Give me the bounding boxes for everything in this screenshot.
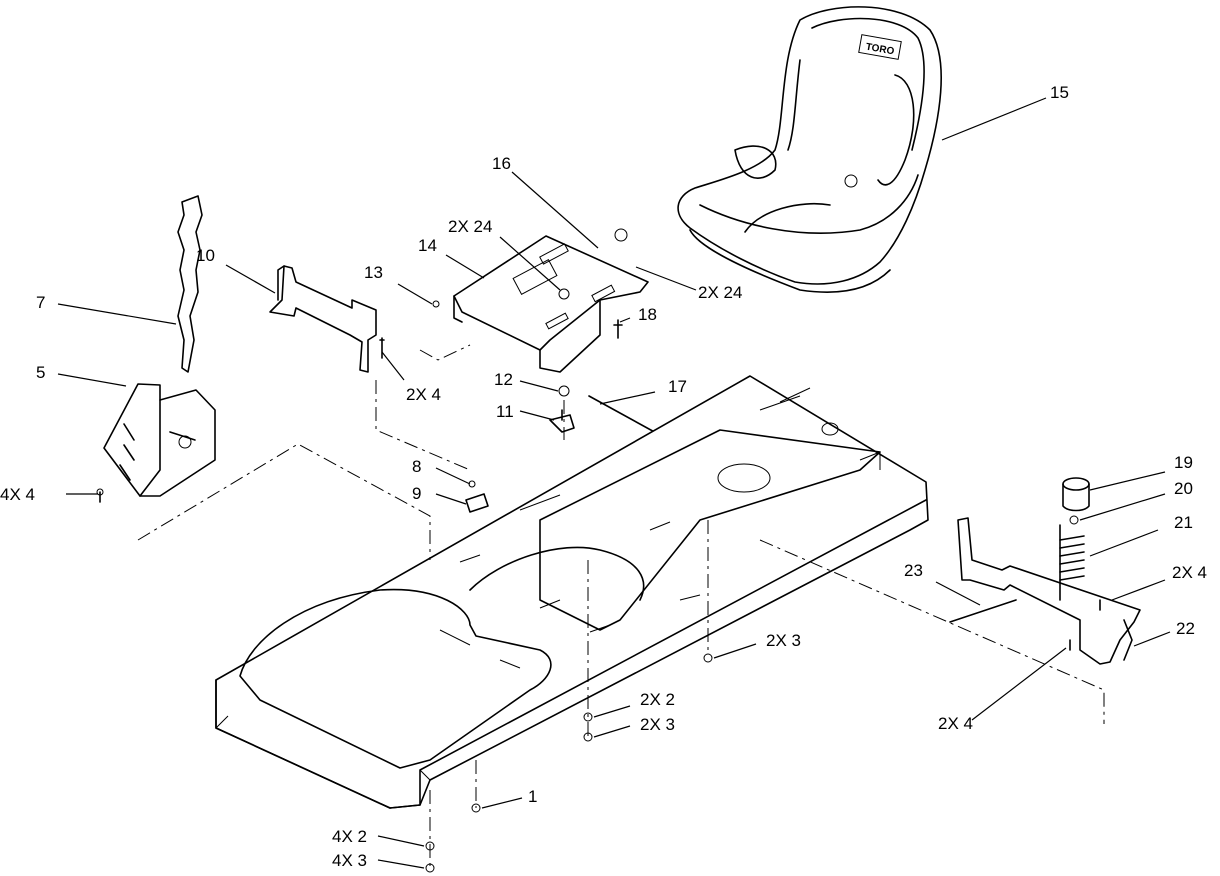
callout-7: 7 bbox=[36, 293, 46, 312]
callout-19: 19 bbox=[1174, 453, 1193, 472]
callout-15: 15 bbox=[1050, 83, 1069, 102]
callout-17: 17 bbox=[668, 377, 687, 396]
callout-12: 12 bbox=[494, 370, 513, 389]
callout-2x24-right: 2X 24 bbox=[698, 283, 743, 302]
rear-bracket bbox=[957, 517, 1141, 665]
spring bbox=[1059, 535, 1085, 581]
assembly-centerlines bbox=[137, 344, 1105, 868]
bumper bbox=[1062, 477, 1090, 525]
callout-11: 11 bbox=[496, 402, 514, 421]
callout-5: 5 bbox=[36, 363, 46, 382]
leader-lines bbox=[57, 97, 1171, 869]
seat-pan bbox=[453, 228, 649, 373]
seat: TORO bbox=[677, 6, 942, 293]
callout-8: 8 bbox=[412, 457, 422, 476]
callout-4x3: 4X 3 bbox=[332, 851, 367, 870]
callout-21: 21 bbox=[1174, 513, 1193, 532]
rod bbox=[949, 599, 1101, 651]
callout-2x4-right: 2X 4 bbox=[1172, 563, 1207, 582]
callout-9: 9 bbox=[412, 484, 422, 503]
callout-2x4-left: 2X 4 bbox=[406, 385, 441, 404]
callout-22: 22 bbox=[1176, 619, 1195, 638]
side-bracket bbox=[96, 383, 216, 503]
callout-23: 23 bbox=[904, 561, 923, 580]
callout-20: 20 bbox=[1174, 479, 1193, 498]
callout-2x3-upper: 2X 3 bbox=[766, 631, 801, 650]
callout-4x2: 4X 2 bbox=[332, 827, 367, 846]
bracket-10 bbox=[269, 265, 377, 373]
callout-1: 1 bbox=[528, 787, 538, 806]
callout-2x2: 2X 2 bbox=[640, 690, 675, 709]
callout-16: 16 bbox=[492, 154, 511, 173]
callout-2x4-bottom: 2X 4 bbox=[938, 714, 973, 733]
callout-13: 13 bbox=[364, 263, 383, 282]
callout-4x4: 4X 4 bbox=[0, 485, 35, 504]
callout-14: 14 bbox=[418, 236, 437, 255]
callout-2x3-lower: 2X 3 bbox=[640, 715, 675, 734]
seat-logo-text: TORO bbox=[865, 42, 895, 58]
callout-18: 18 bbox=[638, 305, 657, 324]
shim-strip bbox=[177, 195, 203, 373]
main-frame bbox=[215, 375, 929, 809]
frame-hardware bbox=[425, 653, 713, 873]
callout-2x24-upper: 2X 24 bbox=[448, 217, 493, 236]
callout-10: 10 bbox=[196, 246, 215, 265]
